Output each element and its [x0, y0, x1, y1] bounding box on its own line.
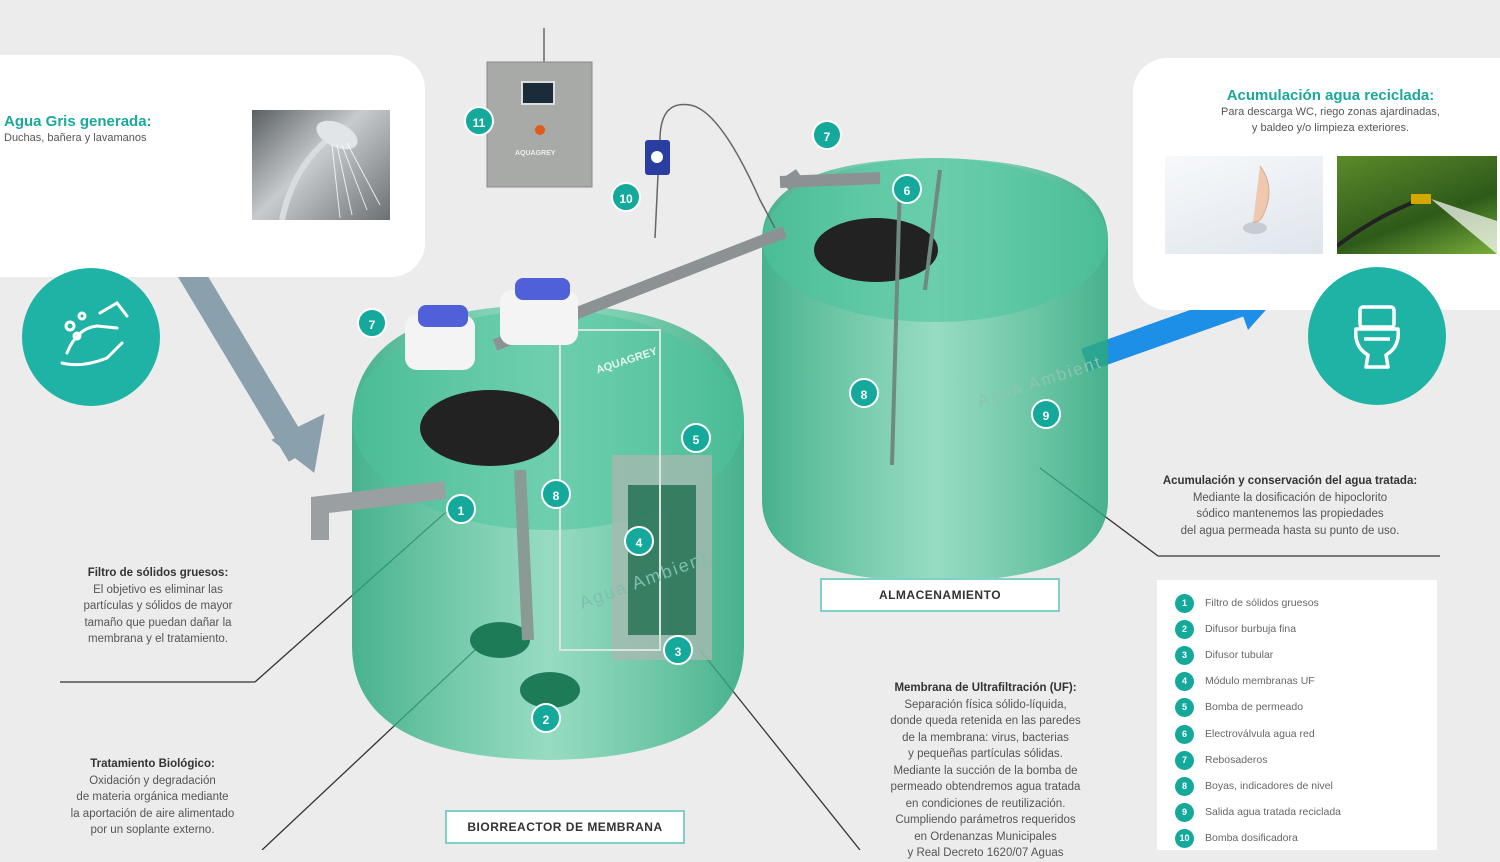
annotation-membrana: Membrana de Ultrafiltración (UF): Separa…	[858, 680, 1113, 862]
legend-label: Difusor tubular	[1205, 649, 1274, 661]
legend-number: 3	[1175, 646, 1194, 665]
annotation-filtro: Filtro de sólidos gruesos: El objetivo e…	[48, 565, 268, 648]
annotation-line: en condiciones de reutilización.	[905, 797, 1066, 810]
annotation-line: permeado obtendremos agua tratada	[890, 781, 1081, 793]
component-legend: 1 Filtro de sólidos gruesos 2 Difusor burb…	[1157, 580, 1437, 850]
recycled-title: Acumulación agua reciclada:	[1226, 87, 1435, 104]
badge-7: 7	[357, 308, 387, 338]
legend-number: 8	[1175, 777, 1194, 796]
legend-label: Boyas, indicadores de nivel	[1205, 780, 1333, 792]
annotation-membrana-title: Membrana de Ultrafiltración (UF):	[894, 682, 1077, 694]
annotation-line: El objetivo es eliminar las	[93, 583, 223, 596]
legend-number: 5	[1175, 698, 1194, 717]
legend-label: Bomba dosificadora	[1205, 832, 1298, 844]
inflow-pipe	[311, 481, 447, 540]
shower-photo	[252, 110, 390, 221]
air-blower	[500, 278, 578, 345]
legend-number: 6	[1175, 725, 1194, 744]
air-blower	[405, 305, 475, 370]
bioreactor-tank	[352, 305, 744, 760]
legend-number: 10	[1175, 829, 1194, 848]
annotation-line: partículas y sólidos de mayor	[83, 600, 233, 612]
annotation-line: por un soplante externo.	[90, 824, 215, 836]
legend-label: Filtro de sólidos gruesos	[1205, 597, 1319, 609]
annotation-line: membrana y el tratamiento.	[88, 633, 228, 645]
annotation-line: Mediante la succión de la bomba de	[893, 764, 1078, 777]
annotation-biologico: Tratamiento Biológico: Oxidación y degra…	[40, 756, 265, 839]
legend-number: 1	[1175, 594, 1194, 613]
badge-4: 4	[624, 526, 654, 556]
badge-10: 10	[611, 182, 641, 212]
badge-11: 11	[464, 106, 494, 136]
badge-1: 1	[446, 494, 476, 524]
annotation-line: Mediante la dosificación de hipoclorito	[1192, 491, 1388, 504]
grey-water-title: Agua Gris generada:	[4, 113, 152, 130]
label-biorreactor: BIORREACTOR DE MEMBRANA	[445, 810, 685, 844]
annotation-filtro-title: Filtro de sólidos gruesos:	[87, 567, 229, 579]
label-almacenamiento: ALMACENAMIENTO	[820, 578, 1060, 612]
annotation-line: sódico mantenemos las propiedades	[1196, 508, 1384, 520]
dosing-pump	[645, 103, 776, 239]
recycled-line-2: y baldeo y/o limpieza exteriores.	[1251, 122, 1410, 134]
badge-8: 8	[849, 378, 879, 408]
recycled-line-1: Para descarga WC, riego zonas ajardinada…	[1221, 106, 1440, 118]
legend-label: Módulo membranas UF	[1205, 675, 1315, 687]
badge-6: 6	[892, 174, 922, 204]
legend-label: Salida agua tratada reciclada	[1205, 806, 1342, 818]
recycled-water-card: Acumulación agua reciclada: Para descarg…	[1133, 58, 1500, 310]
annotation-line: Cumpliendo parámetros requeridos	[895, 814, 1076, 826]
legend-label: Electroválvula agua red	[1205, 728, 1315, 740]
garden-hose-photo	[1335, 156, 1497, 254]
annotation-line: en Ordenanzas Municipales	[914, 830, 1057, 843]
control-panel	[486, 28, 593, 188]
legend-number: 7	[1175, 751, 1194, 770]
control-panel-brand: AQUAGREY	[515, 150, 556, 157]
storage-tank	[762, 158, 1108, 582]
toilet-flush-photo	[1165, 156, 1323, 254]
annotation-line: tamaño que puedan dañar la	[84, 616, 232, 629]
legend-number: 4	[1175, 672, 1194, 691]
badge-3: 3	[663, 635, 693, 665]
badge-7: 7	[812, 120, 842, 150]
annotation-biologico-title: Tratamiento Biológico:	[90, 758, 215, 770]
legend-number: 2	[1175, 620, 1194, 639]
annotation-line: y Real Decreto 1620/07 Aguas	[907, 847, 1064, 859]
annotation-acumulacion-title: Acumulación y conservación del agua trat…	[1162, 475, 1418, 487]
annotation-line: de la membrana: virus, bacterias	[902, 731, 1069, 744]
grey-water-subtitle: Duchas, bañera y lavamanos	[4, 132, 147, 144]
annotation-line: de materia orgánica mediante	[76, 791, 229, 803]
annotation-line: y pequeñas partículas sólidas.	[908, 748, 1063, 760]
legend-label: Bomba de permeado	[1205, 701, 1304, 713]
legend-label: Rebosaderos	[1205, 754, 1268, 766]
badge-5: 5	[681, 423, 711, 453]
hand-wash-icon	[22, 268, 160, 406]
annotation-line: donde queda retenida en las paredes	[890, 715, 1081, 727]
annotation-line: del agua permeada hasta su punto de uso.	[1180, 524, 1400, 537]
annotation-line: Oxidación y degradación	[89, 774, 216, 787]
annotation-line: Separación física sólido-líquida,	[904, 698, 1067, 711]
annotation-line: la aportación de aire alimentado	[70, 807, 235, 820]
badge-2: 2	[531, 703, 561, 733]
annotation-acumulacion: Acumulación y conservación del agua trat…	[1135, 473, 1445, 539]
legend-number: 9	[1175, 803, 1194, 822]
badge-8: 8	[541, 479, 571, 509]
toilet-icon	[1308, 267, 1446, 405]
legend-label: Difusor burbuja fina	[1205, 623, 1297, 635]
badge-9: 9	[1031, 399, 1061, 429]
grey-water-card: Agua Gris generada: Duchas, bañera y lav…	[0, 55, 425, 277]
